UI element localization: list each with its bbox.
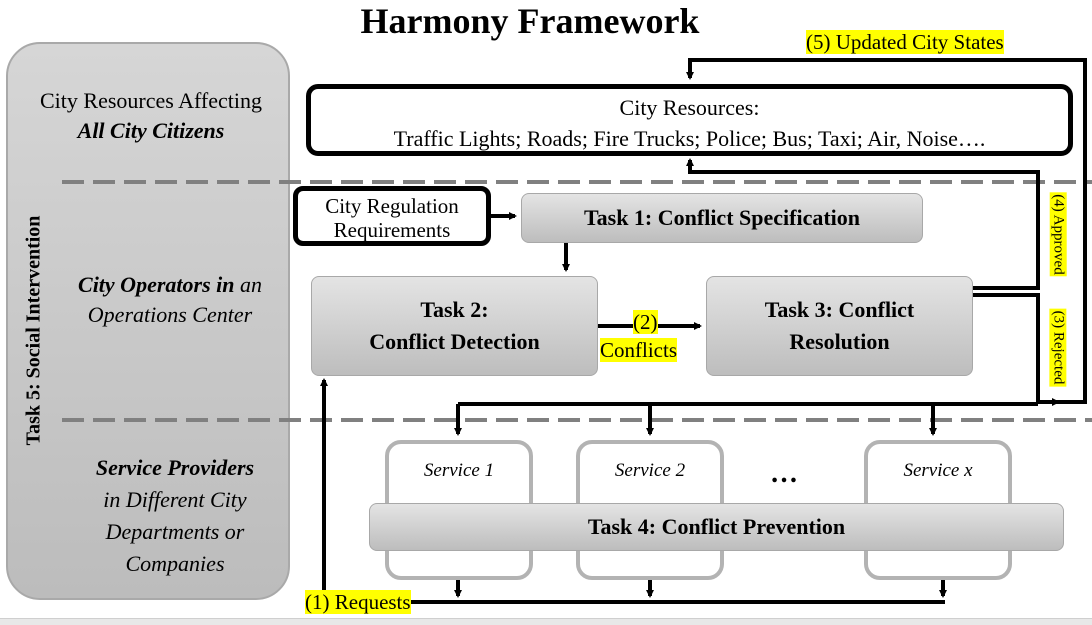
task1-box: Task 1: Conflict Specification (521, 193, 923, 243)
task2-box: Task 2:Conflict Detection (311, 276, 598, 376)
left-stakeholder-panel (6, 42, 290, 600)
requests-label: (1) Requests (305, 590, 411, 614)
rejected-label: (3) Rejected (1049, 308, 1067, 386)
conflicts-number-label: (2) (633, 310, 658, 334)
feedback-bus (458, 160, 1087, 406)
regulation-box: City Regulation Requirements (293, 186, 491, 246)
citizens-label: City Resources Affecting All City Citize… (40, 88, 262, 143)
updated-states-label: (5) Updated City States (806, 30, 1004, 54)
arrow-updated-states (686, 58, 1087, 160)
providers-label: Service Providers in Different City Depa… (95, 455, 255, 576)
bottom-strip (0, 618, 1092, 625)
approved-label: (4) Approved (1049, 191, 1067, 277)
task4-box: Task 4: Conflict Prevention (369, 503, 1064, 551)
arrow-approved (686, 158, 1040, 290)
ellipsis: … (770, 458, 798, 489)
operators-label: City Operators in an Operations Center (78, 272, 262, 327)
diagram-title: Harmony Framework (360, 1, 700, 41)
city-resources-box: City Resources: Traffic Lights; Roads; F… (306, 84, 1073, 156)
conflicts-label: Conflicts (600, 338, 677, 362)
